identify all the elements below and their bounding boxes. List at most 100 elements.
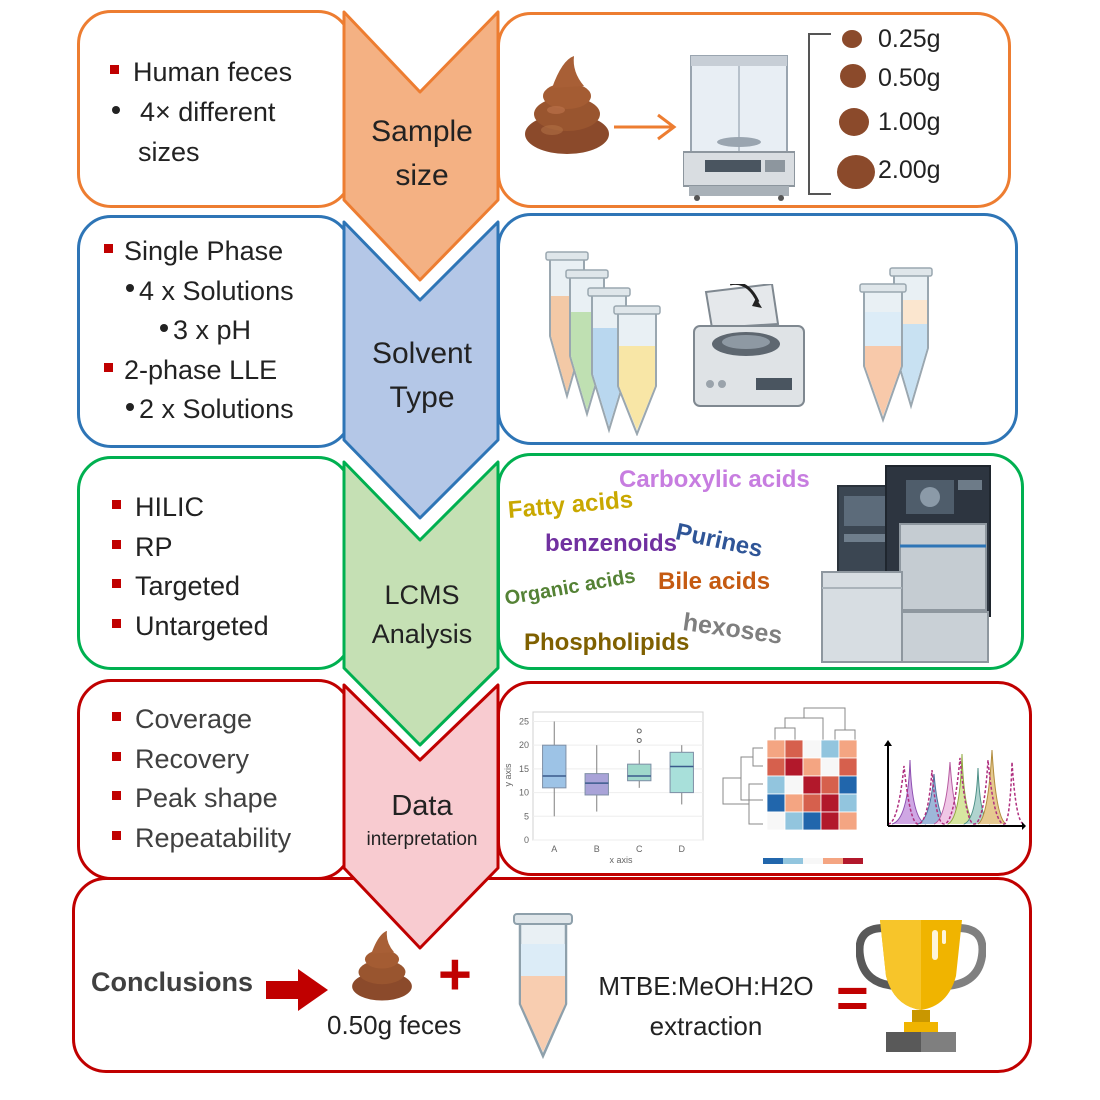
bracket-icon — [808, 33, 831, 195]
boxplot-box — [584, 773, 609, 796]
stage-label-solvent: Solvent Type — [371, 337, 473, 414]
dot-bullet-icon — [160, 323, 168, 332]
square-bullet-icon — [112, 539, 121, 549]
heatmap-cell — [820, 739, 840, 759]
compound-class-label: Bile acids — [658, 568, 771, 595]
sample-bullets-box — [77, 10, 352, 208]
extraction-tube-icon — [513, 913, 573, 1060]
heatmap-cell — [802, 811, 822, 831]
heatmap-cell — [766, 757, 786, 777]
boxplot-xtick: A — [551, 844, 557, 854]
boxplot-ytick: 20 — [519, 740, 529, 750]
heatmap-cell — [838, 793, 858, 813]
square-bullet-icon — [104, 362, 113, 372]
heatmap-cell — [838, 775, 858, 795]
lcms-bullets-box — [77, 456, 352, 670]
heatmap-cell — [838, 757, 858, 777]
list-item: Peak shape — [112, 779, 291, 819]
conclusion-label: Conclusions — [91, 967, 254, 997]
lcms-bullet-list: HILIC RP Targeted Untargeted — [112, 488, 269, 646]
weight-label: 2.00g — [878, 156, 941, 184]
heatmap-cell — [802, 793, 822, 813]
dot-bullet-icon — [126, 284, 134, 293]
dot-bullet-icon — [126, 402, 134, 411]
lcms-instrument-icon — [821, 465, 991, 663]
list-item: Human feces — [110, 52, 292, 92]
square-bullet-icon — [112, 712, 121, 722]
dot-bullet-icon — [112, 105, 120, 114]
boxplot-outlier — [636, 728, 642, 734]
list-item: Repeatability — [112, 819, 291, 859]
boxplot-box — [669, 751, 694, 794]
heatmap-cell — [820, 757, 840, 777]
solvent-bullet-list: Single Phase 4 x Solutions 3 x pH 2-phas… — [104, 232, 294, 430]
trophy-icon — [856, 920, 986, 1052]
boxplot-xtick: C — [636, 844, 643, 854]
chevron-sample — [342, 10, 500, 282]
list-item: Single Phase — [104, 232, 294, 272]
analytical-balance-icon — [683, 55, 795, 201]
heatmap-cell — [820, 793, 840, 813]
list-item: 2-phase LLE — [104, 351, 294, 391]
boxplot-ytick: 5 — [524, 811, 529, 821]
chevron-solvent — [342, 220, 500, 520]
boxplot-xtick: B — [594, 844, 600, 854]
heatmap-chart — [722, 707, 863, 864]
two-phase-tubes-icon — [859, 267, 933, 424]
list-item: Recovery — [112, 740, 291, 780]
heatmap-cell — [784, 811, 804, 831]
list-item: Untargeted — [112, 607, 269, 647]
poop-icon — [352, 930, 412, 1001]
arrow-right-icon — [266, 969, 328, 1011]
boxplot-ylabel: y axis — [503, 763, 513, 787]
heatmap-cell — [766, 811, 786, 831]
list-item: RP — [112, 528, 269, 568]
list-item: Coverage — [112, 700, 291, 740]
boxplot-outlier — [636, 737, 642, 743]
heatmap-cell — [820, 775, 840, 795]
sample-portions-icon — [837, 30, 875, 189]
heatmap-cell — [784, 775, 804, 795]
heatmap-cell — [784, 757, 804, 777]
heatmap-cell — [802, 739, 822, 759]
list-item: 4× different — [110, 92, 292, 132]
boxplot-ytick: 15 — [519, 764, 529, 774]
arrow-right-icon — [614, 113, 677, 141]
square-bullet-icon — [112, 500, 121, 510]
data-bullet-list: Coverage Recovery Peak shape Repeatabili… — [112, 700, 291, 858]
boxplot-box — [627, 763, 652, 782]
square-bullet-icon — [112, 830, 121, 840]
feces-amount-label: 0.50g feces — [327, 1010, 462, 1040]
square-bullet-icon — [112, 579, 121, 589]
extraction-label: MTBE:MeOH:H2O extraction — [598, 971, 814, 1041]
boxplot-ytick: 25 — [519, 716, 529, 726]
heatmap-cell — [820, 811, 840, 831]
boxplot-box — [542, 744, 567, 789]
boxplot-xtick: D — [679, 844, 686, 854]
weight-label: 0.50g — [878, 64, 941, 92]
square-bullet-icon — [112, 751, 121, 761]
compound-class-label: Carboxylic acids — [619, 466, 810, 493]
list-item: 3 x pH — [104, 311, 294, 351]
weight-label: 1.00g — [878, 108, 941, 136]
boxplot-xlabel: x axis — [609, 855, 633, 865]
heatmap-cell — [784, 793, 804, 813]
square-bullet-icon — [110, 65, 119, 75]
stage-label-lcms: LCMS Analysis — [371, 580, 473, 649]
list-item: sizes — [138, 137, 200, 167]
compound-class-label: benzenoids — [545, 530, 678, 557]
solvent-bullets-box — [77, 215, 352, 448]
chevron-lcms — [342, 460, 500, 747]
data-bullets-box — [77, 679, 352, 880]
boxplot-ytick: 10 — [519, 788, 529, 798]
sample-bullet-list: Human feces 4× different sizes — [110, 52, 292, 172]
equals-sign: = — [836, 966, 869, 1029]
tubes-icon — [545, 251, 661, 436]
heatmap-cell — [766, 739, 786, 759]
compound-class-label: Phospholipids — [524, 629, 690, 656]
square-bullet-icon — [112, 618, 121, 628]
list-item: Targeted — [112, 567, 269, 607]
heatmap-cell — [802, 757, 822, 777]
